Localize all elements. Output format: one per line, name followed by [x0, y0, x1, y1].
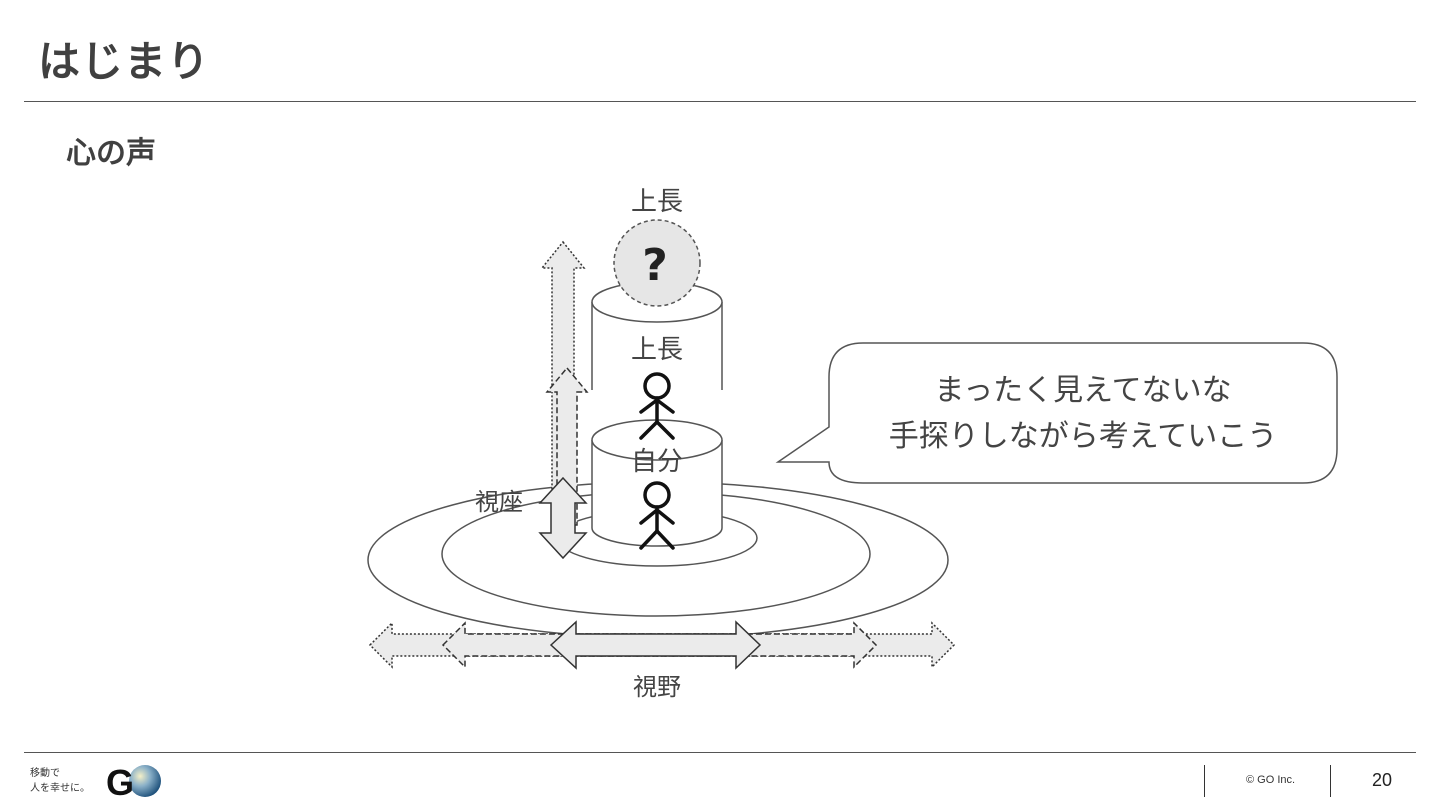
tagline-line-1: 移動で	[30, 766, 90, 781]
field-of-view-label: 視野	[633, 673, 681, 701]
speech-bubble-line-1: まったく見えてないな	[934, 373, 1231, 408]
top-boss-label: 上長	[631, 187, 683, 217]
go-logo-letter: G	[106, 763, 134, 799]
tagline: 移動で 人を幸せに。	[30, 766, 90, 796]
speech-bubble	[778, 343, 1337, 483]
page-number: 20	[1372, 770, 1392, 791]
go-logo: G	[104, 763, 168, 799]
speech-bubble-line-2: 手探りしながら考えていこう	[889, 419, 1278, 454]
question-mark: ?	[642, 240, 668, 291]
tagline-line-2: 人を幸せに。	[30, 781, 90, 796]
copyright: © GO Inc.	[1246, 774, 1295, 786]
boss-label: 上長	[631, 335, 683, 365]
footer-divider	[24, 752, 1416, 753]
footer-separator-2	[1330, 765, 1331, 797]
self-label: 自分	[631, 447, 683, 477]
footer-separator-1	[1204, 765, 1205, 797]
viewpoint-label: 視座	[475, 488, 523, 516]
